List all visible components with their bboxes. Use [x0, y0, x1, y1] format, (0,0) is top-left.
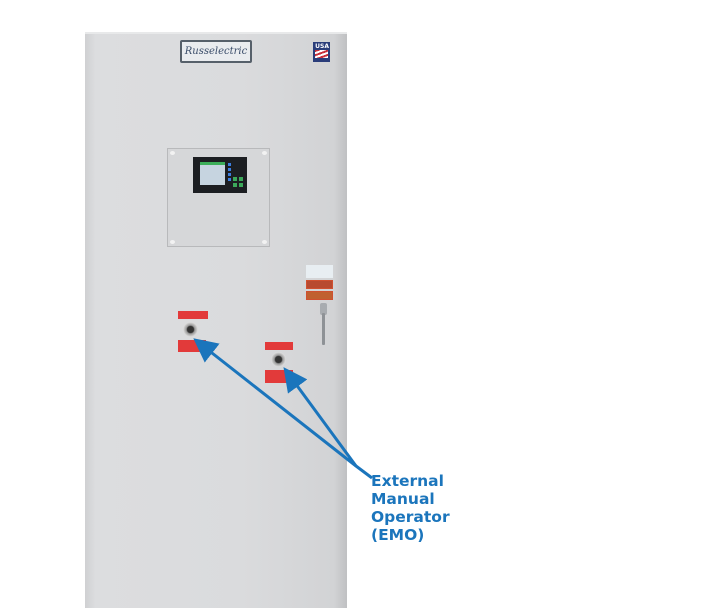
- flag-icon: [315, 50, 328, 58]
- controller-button: [228, 173, 231, 176]
- usa-badge-text: USA: [315, 43, 329, 50]
- bolt-icon: [262, 151, 267, 155]
- controller-button: [239, 177, 243, 181]
- controller-button: [233, 177, 237, 181]
- controller-button: [233, 183, 237, 187]
- emo-socket-2: [271, 352, 286, 367]
- bolt-icon: [170, 240, 175, 244]
- arrow-emo-1: [193, 338, 373, 480]
- emo-label-top: [265, 342, 293, 350]
- bolt-icon: [262, 240, 267, 244]
- controller-button: [228, 178, 231, 181]
- brand-name: Russelectric: [184, 46, 248, 57]
- controller-screen: [200, 162, 225, 185]
- warning-label: [306, 280, 333, 289]
- controller-button: [239, 183, 243, 187]
- emo-label-top: [178, 311, 208, 319]
- emo-socket-1: [183, 322, 198, 337]
- controller-button: [228, 163, 231, 166]
- callout-line: External: [371, 472, 444, 490]
- callout-line: Manual: [371, 490, 435, 508]
- bolt-icon: [170, 151, 175, 155]
- callout-line: Operator: [371, 508, 450, 526]
- emo-callout-label: External Manual Operator (EMO): [371, 472, 450, 544]
- transfer-switch-cabinet: [85, 32, 347, 608]
- warning-label: [306, 291, 333, 300]
- door-handle-icon: [320, 303, 327, 345]
- controller-display: [193, 157, 247, 193]
- usa-badge: USA: [313, 42, 330, 62]
- brand-plaque: Russelectric: [180, 40, 252, 63]
- rating-label: [306, 265, 333, 278]
- arrow-emo-2: [283, 367, 358, 467]
- controller-button: [228, 168, 231, 171]
- callout-line: (EMO): [371, 526, 425, 544]
